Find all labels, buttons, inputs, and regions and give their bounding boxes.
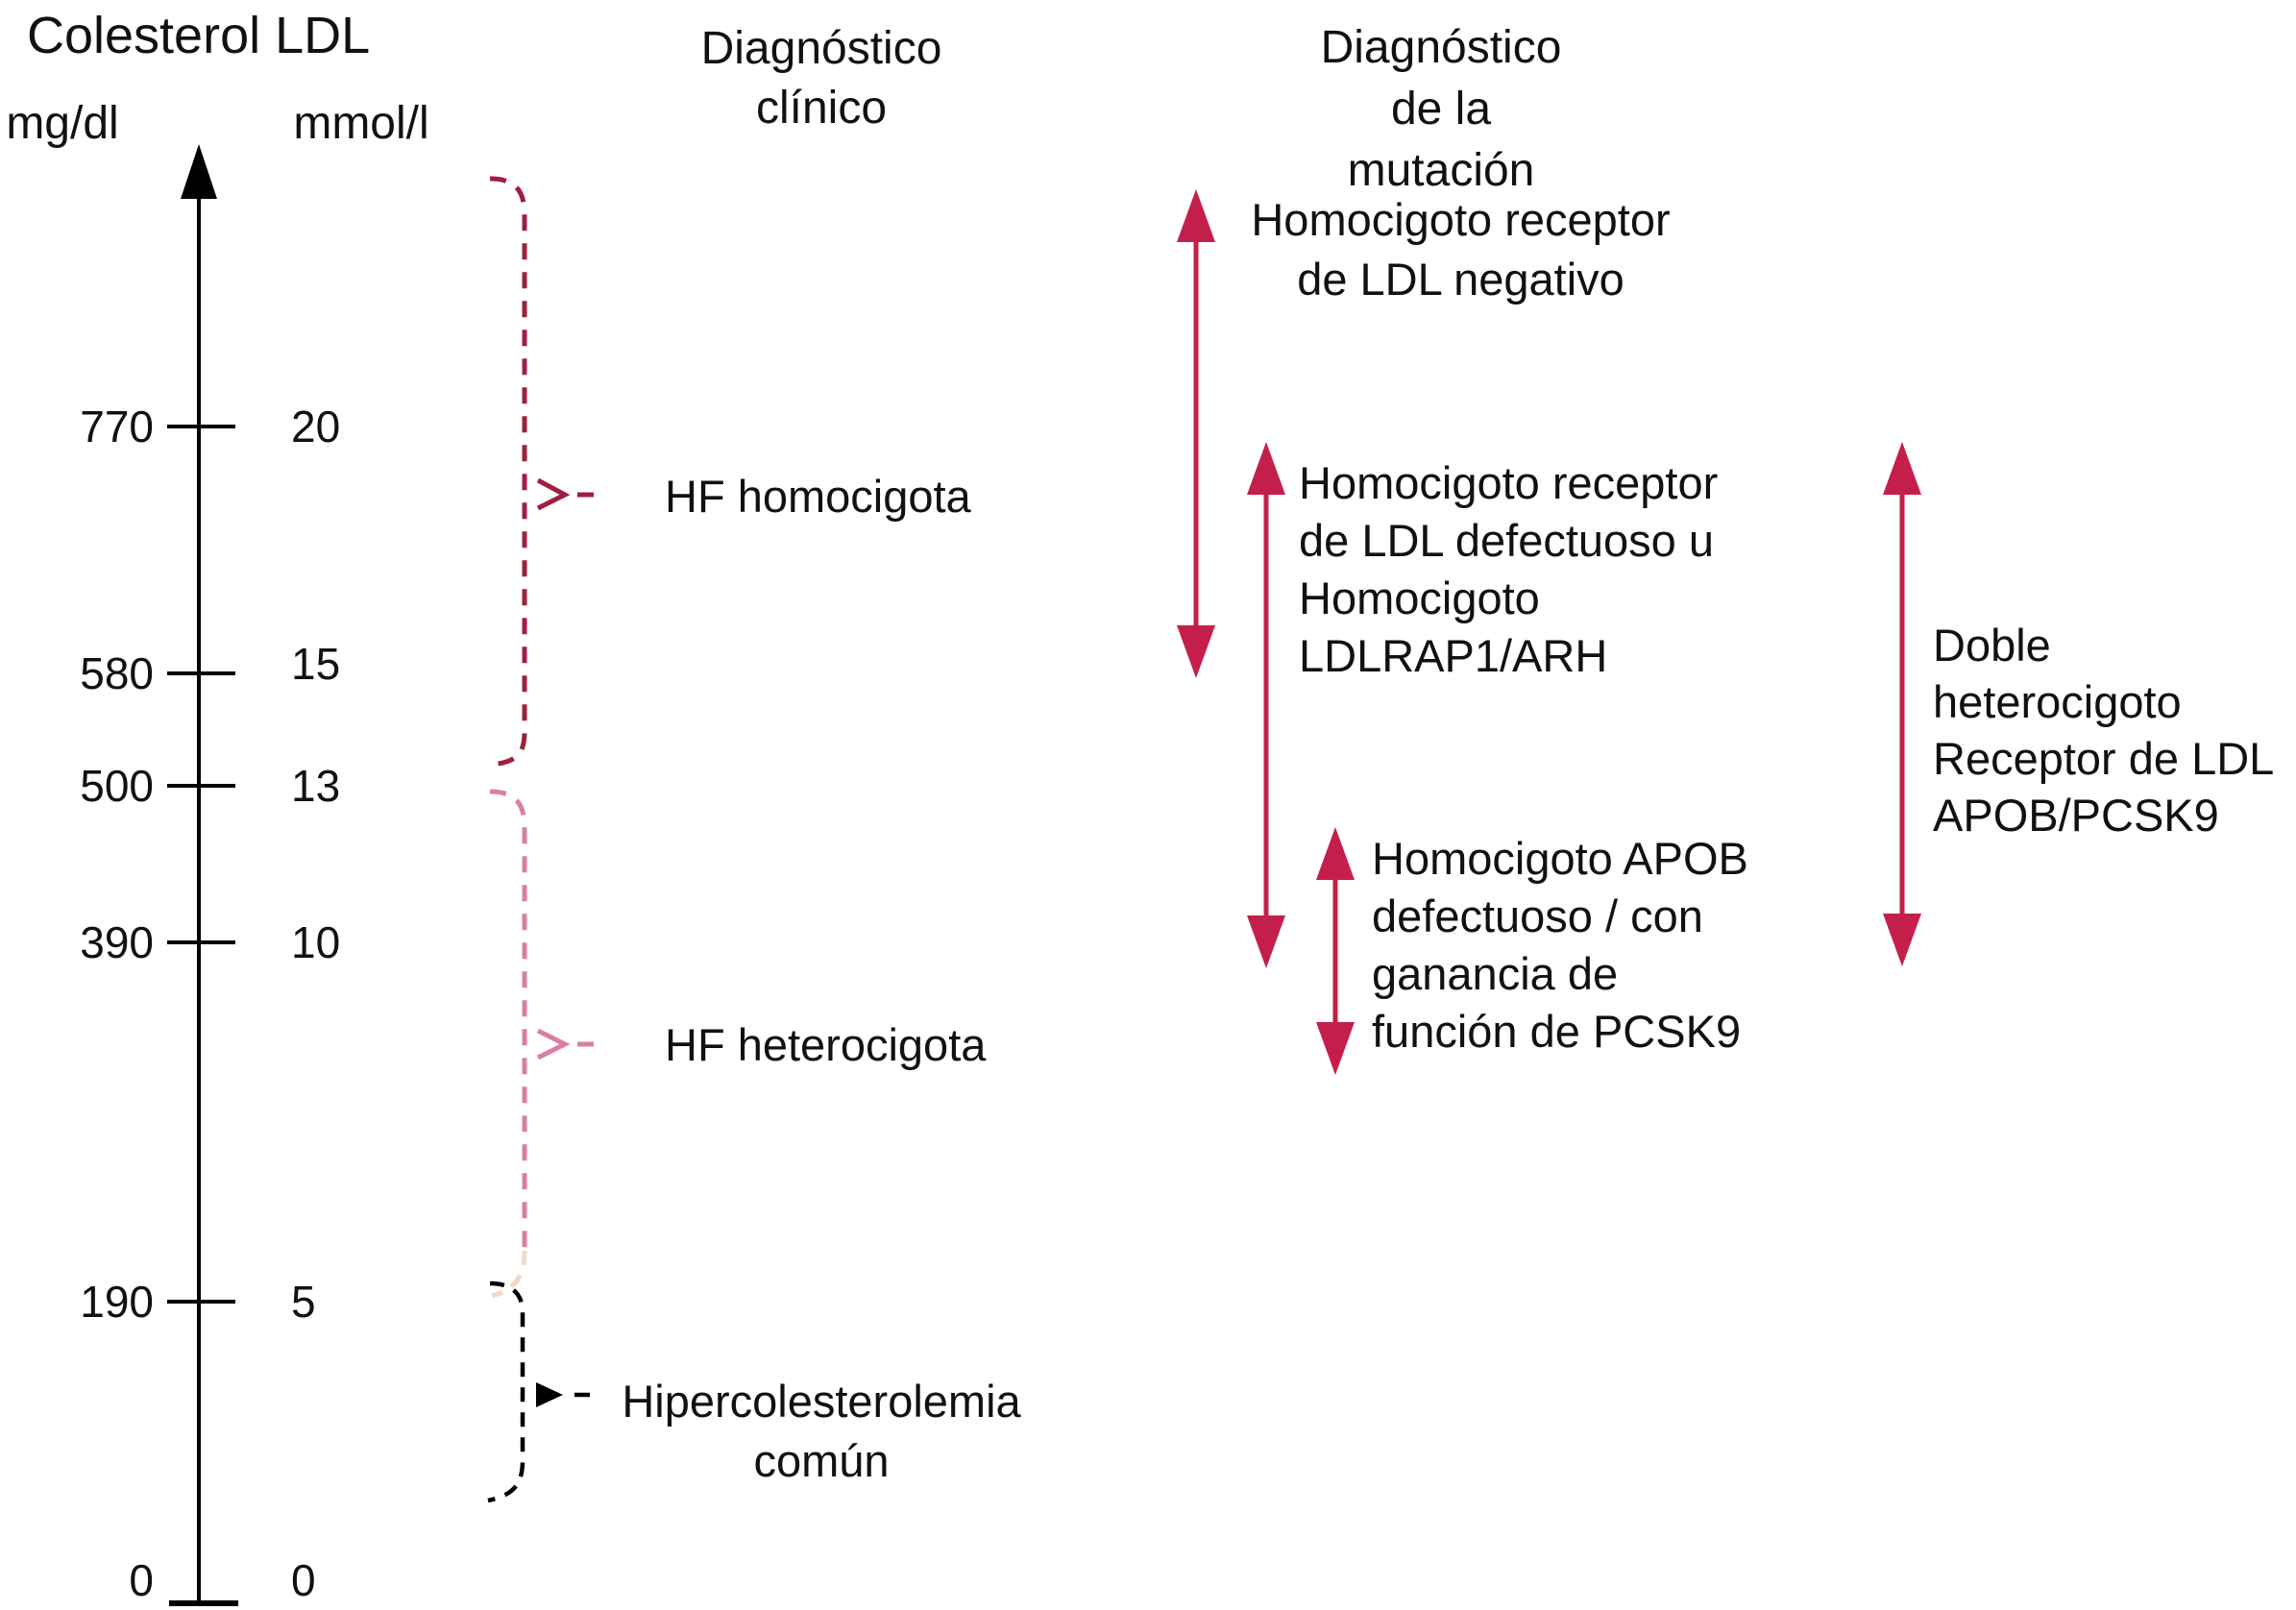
tick-mgdl-580: 580 bbox=[80, 648, 154, 698]
label-doble-heterocigoto: Doble heterocigoto Receptor de LDL APOB/… bbox=[1933, 620, 2275, 841]
hipercolesterolemia-comun-bracket bbox=[487, 1281, 590, 1503]
hf-heterocigota-pointer-icon bbox=[536, 1028, 571, 1061]
hf-heterocigota-bracket bbox=[489, 789, 594, 1299]
tick-mmoll-0: 0 bbox=[291, 1555, 316, 1605]
tick-mmoll-10: 10 bbox=[291, 917, 341, 967]
tick-mgdl-390: 390 bbox=[80, 917, 154, 967]
arrow-doble-heterocigoto bbox=[1883, 442, 1921, 966]
tick-mgdl-500: 500 bbox=[80, 761, 154, 811]
label-hf-homocigota: HF homocigota bbox=[665, 471, 971, 522]
label-homocigoto-receptor-defectuoso: Homocigoto receptor de LDL defectuoso u … bbox=[1299, 457, 1719, 681]
tick-mmoll-5: 5 bbox=[291, 1277, 316, 1327]
header-diagnostico-mutacion: Diagnóstico de la mutación bbox=[1320, 22, 1562, 196]
label-hipercolesterolemia-comun: Hipercolesterolemia común bbox=[622, 1376, 1021, 1486]
tick-mgdl-0: 0 bbox=[129, 1555, 154, 1605]
axis-ticks bbox=[167, 425, 235, 1304]
tick-mmoll-20: 20 bbox=[291, 402, 341, 451]
axis-unit-mmoll: mmol/l bbox=[293, 98, 429, 149]
arrow-apob-pcsk9 bbox=[1316, 827, 1355, 1075]
mutation-range-arrows bbox=[1177, 189, 1921, 1075]
hf-homocigota-pointer-icon bbox=[536, 477, 571, 511]
tick-mmoll-13: 13 bbox=[291, 761, 341, 811]
tick-mgdl-770: 770 bbox=[80, 402, 154, 451]
ldl-axis bbox=[167, 144, 238, 1606]
arrow-receptor-ldl-defectuoso bbox=[1247, 442, 1285, 968]
header-diagnostico-clinico: Diagnóstico clínico bbox=[700, 23, 942, 134]
label-homocigoto-receptor-negativo: Homocigoto receptor de LDL negativo bbox=[1251, 194, 1671, 305]
axis-arrowhead-icon bbox=[181, 144, 217, 199]
hf-homocigota-bracket bbox=[489, 176, 594, 768]
label-homocigoto-apob-pcsk9: Homocigoto APOB defectuoso / con gananci… bbox=[1372, 833, 1748, 1057]
axis-unit-mgdl: mg/dl bbox=[6, 98, 119, 149]
tick-mmoll-15: 15 bbox=[291, 639, 341, 689]
tick-mgdl-190: 190 bbox=[80, 1277, 154, 1327]
figure-title: Colesterol LDL bbox=[27, 7, 371, 64]
comun-pointer-icon bbox=[536, 1382, 563, 1407]
label-hf-heterocigota: HF heterocigota bbox=[665, 1019, 987, 1070]
arrow-receptor-ldl-negativo bbox=[1177, 189, 1215, 678]
